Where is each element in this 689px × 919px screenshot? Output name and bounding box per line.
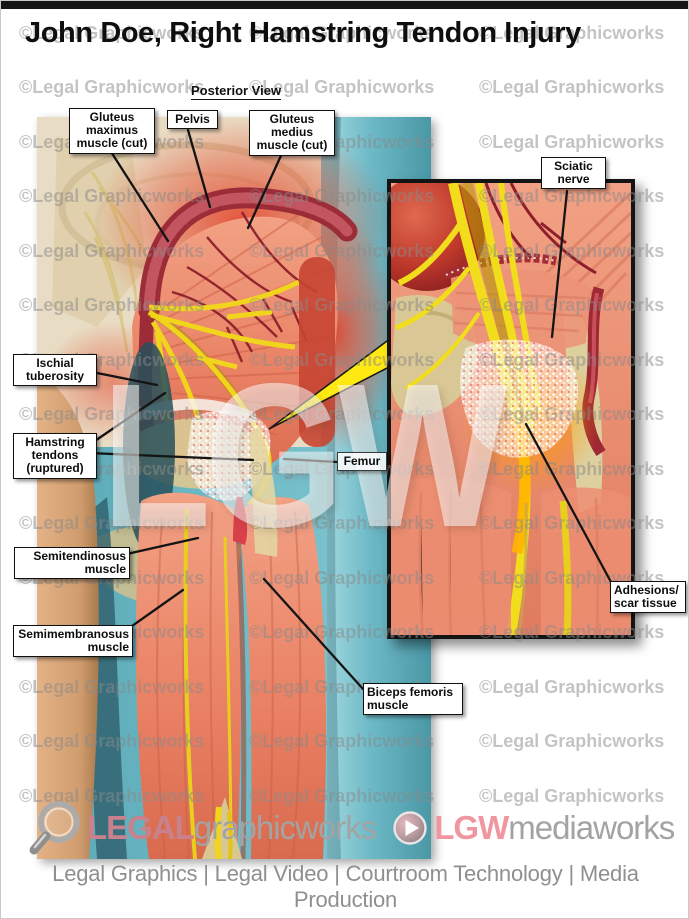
label-gluteus-maximus: Gluteus maximus muscle (cut) (69, 108, 155, 154)
label-ischial-tuberosity: Ischial tuberosity (13, 354, 97, 387)
label-femur: Femur (337, 452, 387, 472)
inset-illustration (387, 179, 635, 639)
magnifier-icon (29, 801, 80, 855)
watermark-text: ©Legal Graphicworks (479, 731, 665, 751)
watermark-text: ©Legal Graphicworks (19, 77, 205, 97)
brand-mediaworks: mediaworks (508, 809, 675, 846)
main-illustration (37, 117, 431, 859)
play-icon (393, 811, 427, 845)
label-semimembranosus: Semimembranosus muscle (13, 625, 133, 658)
brand-graphicworks: graphicworks (193, 809, 377, 846)
label-hamstring-tendons: Hamstring tendons (ruptured) (13, 433, 97, 479)
label-sciatic-nerve: Sciatic nerve (541, 157, 606, 190)
posterior-view-label: Posterior View (191, 83, 282, 100)
label-adhesions: Adhesions/ scar tissue (610, 581, 686, 614)
footer-tagline: Legal Graphics | Legal Video | Courtroom… (52, 861, 639, 912)
top-black-bar (1, 1, 688, 9)
label-biceps-femoris: Biceps femoris muscle (363, 683, 463, 716)
label-semitendinosus: Semitendinosus muscle (14, 547, 130, 580)
label-gluteus-medius: Gluteus medius muscle (cut) (249, 110, 335, 156)
watermark-text: ©Legal Graphicworks (479, 677, 665, 697)
page-title: John Doe, Right Hamstring Tendon Injury (25, 17, 581, 49)
brand-legal: LEGAL (87, 809, 195, 846)
label-pelvis: Pelvis (167, 110, 218, 130)
watermark-text: ©Legal Graphicworks (479, 77, 665, 97)
brand-lgw: LGW (434, 809, 509, 846)
watermark-text: ©Legal Graphicworks (479, 132, 665, 152)
footer-logo: LEGAL graphicworks LGW mediaworks (27, 800, 675, 856)
